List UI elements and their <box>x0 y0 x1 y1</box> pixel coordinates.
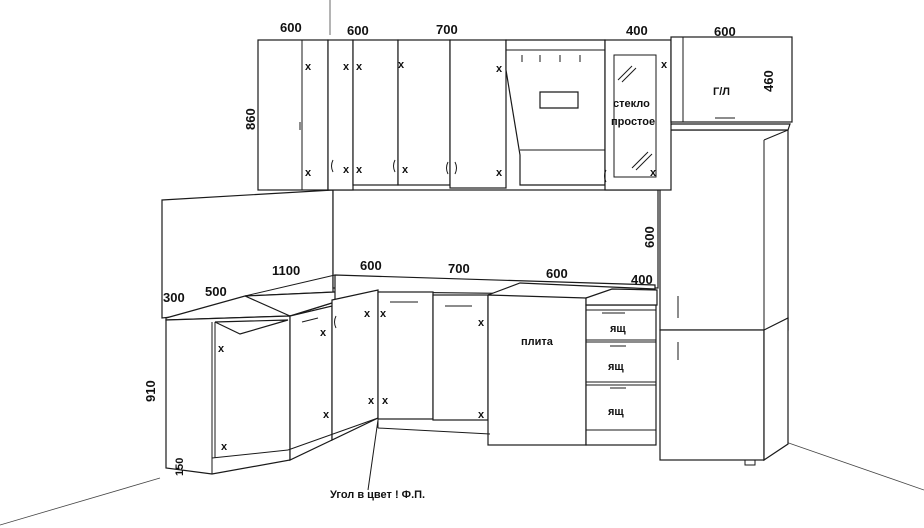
dim-base-height: 910 <box>143 380 158 402</box>
part-labels: стекло простое Г/Л плита ящ ящ ящ Угол в… <box>330 86 730 501</box>
dim-upper-3: 700 <box>436 22 458 37</box>
upper-cabinets <box>257 36 793 191</box>
dim-plinth-height: 150 <box>174 458 186 476</box>
hinge-mark: x <box>218 343 225 355</box>
label-drawer-3: ящ <box>608 406 624 418</box>
hinge-mark: x <box>364 308 371 320</box>
hinge-mark: x <box>323 409 330 421</box>
hinge-mark: x <box>478 317 485 329</box>
label-gl: Г/Л <box>713 86 730 98</box>
dim-upper-5: 600 <box>714 24 736 39</box>
worktop <box>165 274 656 323</box>
label-drawer-1: ящ <box>610 323 626 335</box>
dim-upper-height: 860 <box>243 108 258 130</box>
hinge-mark: x <box>343 61 350 73</box>
hinge-mark: x <box>343 164 350 176</box>
dim-counter-700: 700 <box>448 261 470 276</box>
hinge-mark: x <box>398 59 405 71</box>
hinge-mark: x <box>402 164 409 176</box>
dim-counter-1100: 1100 <box>272 263 300 278</box>
hinge-mark: x <box>221 441 228 453</box>
dim-upper-1: 600 <box>280 20 302 35</box>
label-drawer-2: ящ <box>608 361 624 373</box>
dim-counter-400: 400 <box>631 272 653 287</box>
hinge-mark: x <box>305 61 312 73</box>
dim-fridge-gap: 600 <box>642 226 657 248</box>
hinge-mark: x <box>380 308 387 320</box>
dim-upper-4: 400 <box>626 23 648 38</box>
dim-upper-2: 600 <box>347 23 369 38</box>
hinge-mark: x <box>496 167 503 179</box>
hinge-mark: x <box>650 167 657 179</box>
label-stove: плита <box>521 336 554 348</box>
dim-counter-600b: 600 <box>546 266 568 281</box>
dim-counter-300: 300 <box>163 290 185 305</box>
label-corner-note: Угол в цвет ! Ф.П. <box>330 489 425 501</box>
dim-counter-600a: 600 <box>360 258 382 273</box>
hinge-mark: x <box>305 167 312 179</box>
label-glass: стекло <box>613 98 650 110</box>
hinge-mark: x <box>382 395 389 407</box>
dim-hood-height: 460 <box>761 70 776 92</box>
hinge-marks: x x x x x x x x x x x x x x x x x x x x … <box>218 59 668 453</box>
hinge-mark: x <box>320 327 327 339</box>
label-glass-2: простое <box>611 116 655 128</box>
base-corner-left <box>165 289 379 475</box>
fridge <box>659 123 791 466</box>
dim-counter-500: 500 <box>205 284 227 299</box>
hinge-mark: x <box>368 395 375 407</box>
hinge-mark: x <box>496 63 503 75</box>
base-straight <box>377 282 658 446</box>
hinge-mark: x <box>478 409 485 421</box>
hinge-mark: x <box>661 59 668 71</box>
hinge-mark: x <box>356 164 363 176</box>
hinge-mark: x <box>356 61 363 73</box>
dimension-labels: 600 600 700 400 600 860 460 600 1100 500… <box>143 20 776 476</box>
